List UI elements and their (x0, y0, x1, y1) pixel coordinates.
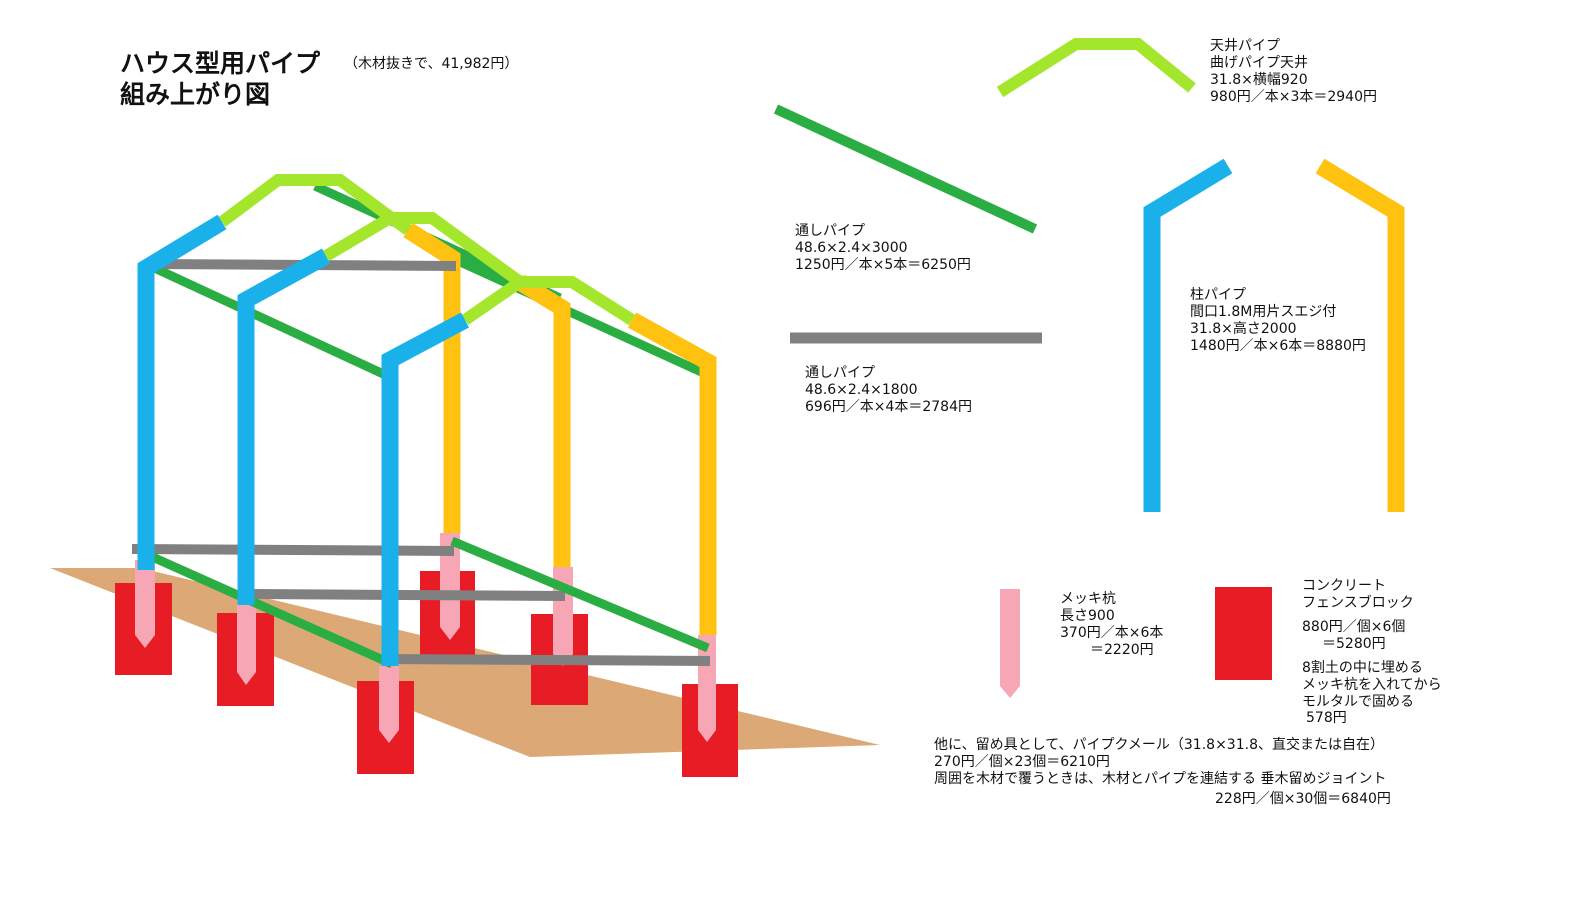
ceiling-pipe-1 (218, 174, 412, 235)
pillar-price: 1480円／本×6本＝8880円 (1190, 338, 1366, 354)
block-type: フェンスブロック (1302, 595, 1414, 611)
ceiling-pipe-spec: 31.8×横幅920 (1210, 72, 1308, 88)
orange-pillar-3 (627, 312, 717, 635)
title-line-2: 組み上がり図 (120, 80, 271, 109)
stake-name: メッキ杭 (1060, 591, 1116, 607)
legend-long-pipe (773, 104, 1038, 234)
title-line-1: ハウス型用パイプ (120, 49, 321, 78)
short-pipe-spec: 48.6×2.4×1800 (805, 382, 918, 398)
fitting-note: 他に、留め具として、パイプクメール（31.8×31.8、直交または自在） (934, 737, 1384, 753)
total-cost-note: （木材抜きで、41,982円） (344, 56, 519, 72)
green-pipe-bottom-left (146, 550, 394, 669)
block-note-1: 8割土の中に埋める (1302, 660, 1423, 676)
stake-spec: 長さ900 (1060, 608, 1115, 624)
grey-pipe-bottom-1 (131, 544, 455, 556)
stake-total: ＝2220円 (1090, 642, 1154, 658)
orange-pillar-2 (515, 274, 571, 567)
fitting-price: 270円／個×23個＝6210円 (934, 754, 1110, 770)
block-note-3: モルタルで固める (1302, 694, 1414, 710)
pillar-type: 間口1.8M用片スエジ付 (1190, 304, 1337, 320)
green-pipe-mid-left (146, 260, 394, 383)
ceiling-pipes (218, 174, 636, 326)
mortar-price: 578円 (1306, 710, 1347, 726)
stake-5 (379, 666, 399, 743)
orange-pillar-1 (403, 222, 461, 533)
stake-3 (440, 533, 460, 640)
ceiling-pipe-3 (461, 276, 636, 326)
green-pipe-bottom-right (450, 536, 710, 653)
stake-price: 370円／本×6本 (1060, 625, 1164, 641)
legend-orange-pillar (1315, 158, 1405, 512)
grey-pipe-bottom-2 (245, 589, 566, 601)
ceiling-pipe-2 (322, 212, 524, 287)
pillar-spec: 31.8×高さ2000 (1190, 321, 1297, 337)
green-pipe-mid-right (454, 255, 710, 380)
block-price: 880円／個×6個 (1302, 619, 1406, 635)
ceiling-pipe-type: 曲げパイプ天井 (1210, 55, 1308, 71)
legend-stake (1000, 589, 1020, 698)
stake-6 (698, 635, 716, 742)
block-name: コンクリート (1302, 578, 1386, 594)
blue-pillar-3 (381, 312, 469, 666)
blue-pillar-2 (237, 248, 331, 605)
blue-pillar-1 (137, 214, 227, 570)
legend-block (1215, 587, 1272, 680)
long-pipe-price: 1250円／本×5本＝6250円 (795, 257, 971, 273)
blue-pillars (137, 214, 469, 666)
legend-blue-pillar (1143, 158, 1233, 512)
grey-bottom-pipes (131, 544, 711, 666)
stake-1 (135, 560, 155, 648)
block-note-2: メッキ杭を入れてから (1302, 677, 1442, 693)
short-pipe-name: 通しパイプ (805, 365, 875, 381)
pillar-name: 柱パイプ (1190, 287, 1246, 303)
joint-price: 228円／個×30個＝6840円 (1215, 791, 1391, 807)
ceiling-pipe-name: 天井パイプ (1210, 38, 1280, 54)
long-pipe-spec: 48.6×2.4×3000 (795, 240, 908, 256)
long-pipe-name: 通しパイプ (795, 223, 865, 239)
orange-pillars (403, 222, 717, 635)
stake-2 (237, 603, 256, 685)
ceiling-pipe-price: 980円／本×3本＝2940円 (1210, 89, 1377, 105)
grey-pipe-bottom-3 (383, 654, 711, 666)
short-pipe-price: 696円／本×4本＝2784円 (805, 399, 972, 415)
joint-note: 周囲を木材で覆うときは、木材とパイプを連結する 垂木留めジョイント (934, 771, 1387, 787)
legend-ceiling-pipe (996, 38, 1196, 98)
block-total: ＝5280円 (1322, 636, 1386, 652)
